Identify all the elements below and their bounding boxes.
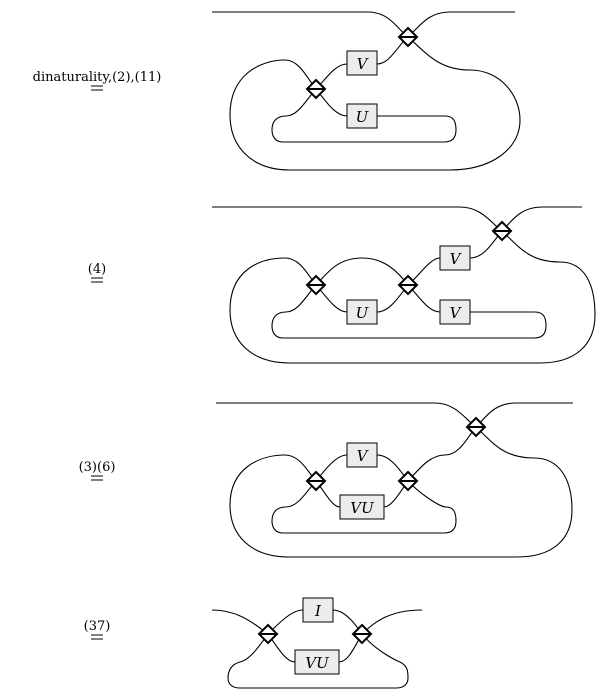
wire-3-inner-loop (271, 480, 457, 534)
box-VU (339, 494, 385, 520)
wire-2-top-left (212, 206, 503, 232)
node-diamond (397, 26, 419, 48)
node-diamond (491, 220, 513, 242)
box-V-label: V (357, 55, 370, 73)
node-diamond (397, 470, 419, 492)
step-3: (3)(6) V VU (79, 402, 573, 558)
wire-3-outer-loop (229, 426, 573, 558)
wire-1-top-left (212, 11, 409, 38)
box-V (346, 442, 378, 468)
box-U-label: U (356, 108, 370, 126)
wire-1-top-right (407, 11, 515, 38)
wire-4-right-out (361, 609, 423, 635)
step-2: (4) V U V (88, 206, 596, 364)
step-1: dinaturality,(2),(11) V U (33, 11, 521, 171)
wire-2-inner-loop (271, 284, 547, 339)
box-VU-label: VU (350, 499, 375, 517)
equality-justification-2: (4) (88, 262, 106, 277)
wire-2-mid-upper (315, 257, 409, 286)
wire-3-top-left (216, 402, 477, 428)
box-V (439, 245, 471, 271)
box-V (346, 50, 378, 76)
wire-2-top-right (501, 206, 582, 232)
wire-4-left-in (211, 609, 269, 635)
equality-justification-1: dinaturality,(2),(11) (33, 70, 162, 85)
node-diamond (397, 274, 419, 296)
box-U (346, 103, 378, 129)
box-U (346, 299, 378, 325)
wire-2-outer-loop (229, 230, 596, 364)
node-diamond (305, 274, 327, 296)
equality-justification-4: (37) (84, 619, 111, 634)
wire-3-top-right (475, 402, 573, 428)
node-diamond (257, 623, 279, 645)
node-diamond (305, 78, 327, 100)
wire-3-node-to-top (407, 426, 477, 482)
box-VU (294, 649, 340, 675)
node-diamond (465, 416, 487, 438)
box-V-label: V (450, 304, 463, 322)
wire-1-outer-loop (229, 36, 521, 171)
wire-1-inner-loop (271, 88, 457, 143)
equality-justification-3: (3)(6) (79, 460, 116, 475)
node-diamond (351, 623, 373, 645)
box-V (439, 299, 471, 325)
wire-4-bottom-loop (227, 633, 409, 689)
step-4: (37) I VU (84, 597, 423, 689)
node-diamond (305, 470, 327, 492)
box-VU-label: VU (305, 654, 330, 672)
box-V-label: V (357, 447, 370, 465)
box-V-label: V (450, 250, 463, 268)
box-I-label: I (314, 602, 322, 620)
box-U-label: U (356, 304, 370, 322)
box-I (302, 597, 334, 623)
